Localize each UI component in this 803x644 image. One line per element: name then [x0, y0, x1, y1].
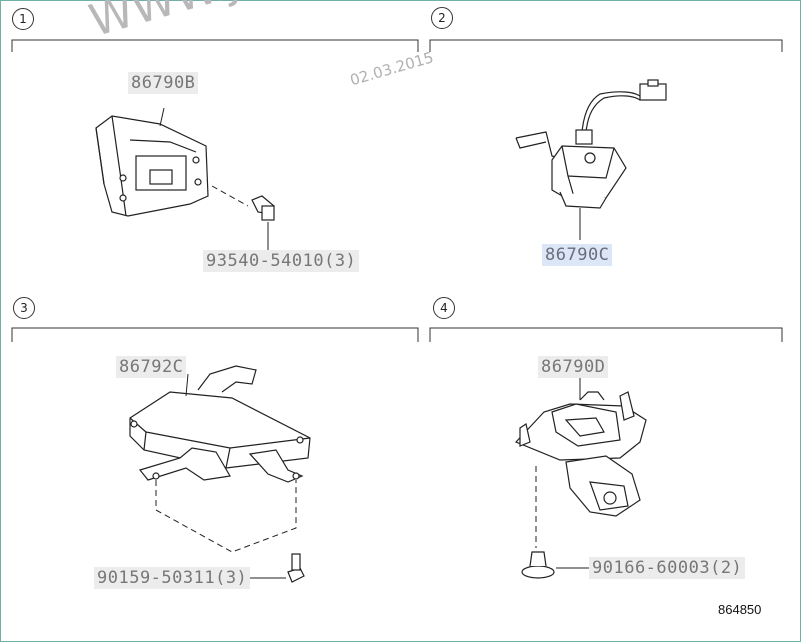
bolt-90159-drawing	[287, 553, 305, 583]
section-3-bracket	[11, 327, 419, 342]
section-1-number: 1	[12, 8, 34, 30]
ecu-86792c-drawing	[129, 365, 311, 483]
part-label-86790d[interactable]: 86790D	[538, 356, 609, 378]
section-3-number: 3	[13, 297, 35, 319]
camera-86790d-drawing	[514, 391, 647, 517]
camera-86790b-drawing	[95, 115, 209, 217]
part-label-90166-60003[interactable]: 90166-60003(2)	[589, 557, 746, 579]
section-4-number: 4	[433, 297, 455, 319]
part-label-86790c[interactable]: 86790C	[542, 244, 613, 266]
part-label-93540-54010[interactable]: 93540-54010(3)	[203, 250, 360, 272]
leader-86790b	[159, 107, 165, 127]
section-2-number: 2	[431, 7, 453, 29]
clip-90166-drawing	[521, 551, 555, 579]
part-label-86792c[interactable]: 86792C	[116, 356, 187, 378]
leader-86792c	[185, 373, 189, 397]
part-label-86790b[interactable]: 86790B	[128, 72, 199, 94]
dashed-guide-screw-1	[211, 185, 249, 207]
part-label-90159-50311[interactable]: 90159-50311(3)	[94, 567, 251, 589]
section-2-bracket	[429, 39, 783, 52]
screw-93540-drawing	[251, 195, 275, 221]
camera-86790c-drawing	[515, 79, 667, 209]
section-4-bracket	[429, 327, 783, 342]
dashed-guide-screw-3	[155, 480, 297, 553]
diagram-code: 864850	[718, 602, 762, 617]
section-1-bracket	[11, 39, 419, 52]
